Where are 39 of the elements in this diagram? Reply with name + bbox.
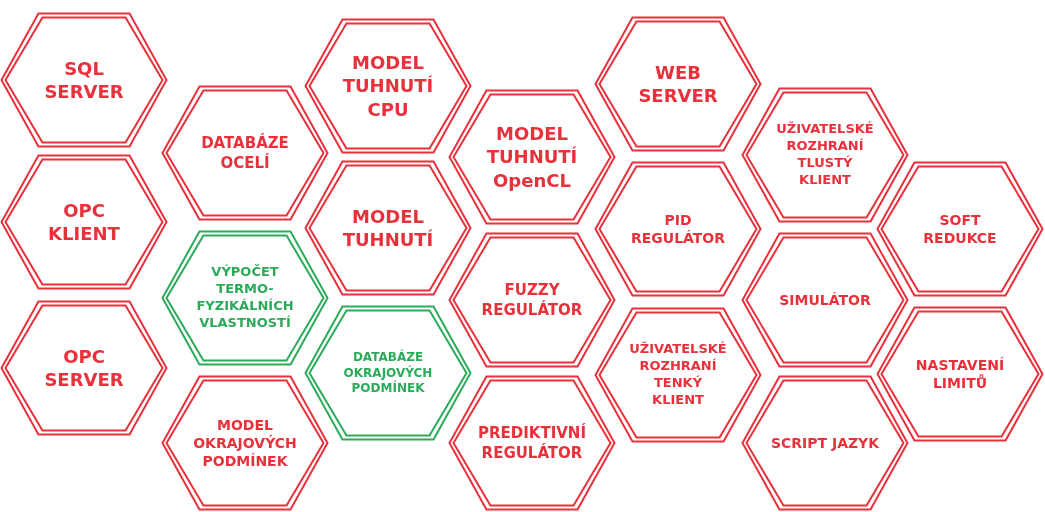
hexagon-label: OPC KLIENT (47, 198, 121, 246)
hexagon (0, 300, 168, 436)
hexagon (594, 161, 762, 297)
hexagon (741, 87, 909, 223)
hexagon-label: PID REGULÁTOR (629, 210, 727, 248)
hexagon-label: MODEL TUHNUTÍ CPU (341, 50, 435, 122)
hexagon (448, 375, 616, 511)
hexagon (0, 12, 168, 148)
hexagon (304, 305, 472, 441)
hexagon-label: VÝPOČET TERMO-FYZIKÁLNÍCH VLASTNOSTÍ (195, 264, 295, 332)
hexagon (0, 154, 168, 290)
hexagon-label: SCRIPT JAZYK (769, 433, 881, 453)
hexagon (594, 307, 762, 443)
hexagon (161, 375, 329, 511)
hexagon-label: SQL SERVER (43, 56, 125, 104)
hexagon-label: FUZZY REGULÁTOR (480, 280, 584, 320)
hexagon-label: SOFT REDUKCE (922, 210, 998, 248)
hexagon-label: MODEL TUHNUTÍ (341, 204, 435, 252)
hexagon-label: DATABÁZE OKRAJOVÝCH PODMÍNEK (342, 349, 434, 397)
hexagon-label: UŽIVATELSKÉ ROZHRANÍ TENKÝ KLIENT (628, 341, 728, 409)
hexagon-label: PREDIKTIVNÍ REGULÁTOR (477, 423, 587, 463)
hexagon (741, 375, 909, 511)
hexagon-label: NASTAVENÍ LIMITŮ (914, 355, 1006, 393)
hexagon (304, 160, 472, 296)
hexagon (741, 232, 909, 368)
hexagon-label: SIMULÁTOR (778, 290, 872, 310)
hexagon-label: WEB SERVER (637, 60, 719, 108)
hexagon-label: DATABÁZE OCELÍ (200, 133, 290, 173)
hexagon (594, 16, 762, 152)
hexagon-label: MODEL OKRAJOVÝCH PODMÍNEK (192, 415, 298, 471)
hexagon (448, 232, 616, 368)
hexagon (448, 89, 616, 225)
hexagon (876, 161, 1044, 297)
hexagon (161, 85, 329, 221)
hexagon (161, 230, 329, 366)
hexagon (304, 18, 472, 154)
hexagon-label: OPC SERVER (43, 344, 125, 392)
hexagon-label: UŽIVATELSKÉ ROZHRANÍ TLUSTÝ KLIENT (775, 121, 875, 189)
hexagon-label: MODEL TUHNUTÍ OpenCL (485, 121, 579, 193)
